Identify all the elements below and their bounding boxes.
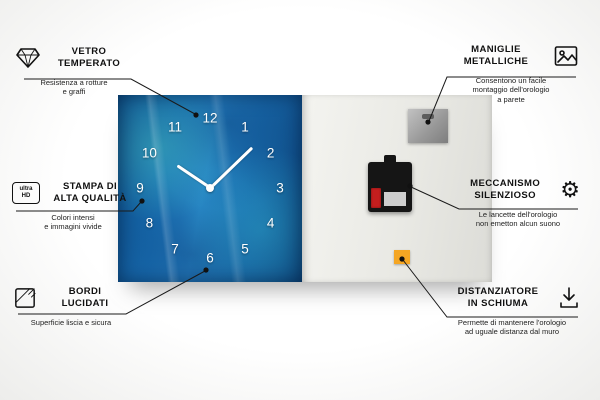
feature-title: VETRO TEMPERATO — [57, 46, 121, 70]
feature-title: MANIGLIE METALLICHE — [463, 44, 529, 68]
feature-description: Permette di mantenere l'orologio ad ugua… — [457, 317, 567, 337]
callout-maniglie-metalliche: MANIGLIE METALLICHE Consentono un facile… — [444, 44, 578, 105]
clock-numeral: 2 — [266, 145, 275, 161]
callout-vetro-temperato: VETRO TEMPERATO Resistenza a rotture e g… — [16, 46, 132, 97]
metal-hanger-plate — [408, 109, 448, 143]
clock-numeral: 11 — [167, 119, 183, 135]
picture-frame-icon — [554, 45, 578, 67]
feature-title: MECCANISMO SILENZIOSO — [470, 178, 541, 202]
clock-numeral: 10 — [141, 145, 157, 161]
diamond-icon — [16, 48, 40, 69]
feature-title: BORDI LUCIDATI — [61, 286, 109, 310]
feature-description: Superficie liscia e sicura — [30, 317, 112, 327]
feature-title: DISTANZIATORE IN SCHIUMA — [457, 286, 539, 310]
clock-numeral: 9 — [136, 180, 144, 196]
gear-icon: ⚙ — [560, 177, 580, 203]
hands-center-cap — [206, 184, 214, 192]
clock-numeral: 5 — [241, 241, 249, 257]
feature-description: Consentono un facile montaggio dell'orol… — [472, 75, 550, 105]
feature-description: Resistenza a rotture e graffi — [40, 77, 108, 97]
foam-spacer — [394, 250, 410, 264]
arrow-down-icon — [558, 286, 580, 310]
clock-numeral: 4 — [266, 215, 275, 231]
clock-numeral: 1 — [241, 119, 249, 135]
callout-distanziatore-schiuma: DISTANZIATORE IN SCHIUMA Permette di man… — [444, 286, 580, 337]
clock-numeral: 12 — [202, 110, 218, 126]
ultra-hd-icon-label: ultra HD — [12, 182, 40, 205]
clock-mechanism — [368, 155, 412, 212]
hanger-slot — [422, 114, 434, 119]
feature-description: Colori intensi e immagini vivide — [44, 212, 102, 232]
feature-title: STAMPA DI ALTA QUALITÀ — [53, 181, 127, 205]
ultra-hd-icon: ultra HD — [12, 182, 40, 205]
polished-edge-icon — [14, 287, 36, 309]
clock-numeral: 8 — [145, 215, 154, 231]
feature-description: Le lancette dell'orologio non emetton al… — [475, 209, 561, 229]
callout-bordi-lucidati: BORDI LUCIDATI Superficie liscia e sicur… — [14, 286, 128, 327]
mechanism-label — [384, 192, 406, 206]
callout-stampa-alta-qualita: ultra HD STAMPA DI ALTA QUALITÀ Colori i… — [12, 181, 134, 232]
battery — [371, 188, 381, 208]
clock-numeral: 6 — [206, 250, 214, 266]
mechanism-hook — [384, 155, 396, 163]
callout-meccanismo-silenzioso: MECCANISMO SILENZIOSO ⚙ Le lancette dell… — [456, 178, 580, 229]
clock-numeral: 3 — [276, 180, 284, 196]
clock-numeral: 7 — [171, 241, 179, 257]
